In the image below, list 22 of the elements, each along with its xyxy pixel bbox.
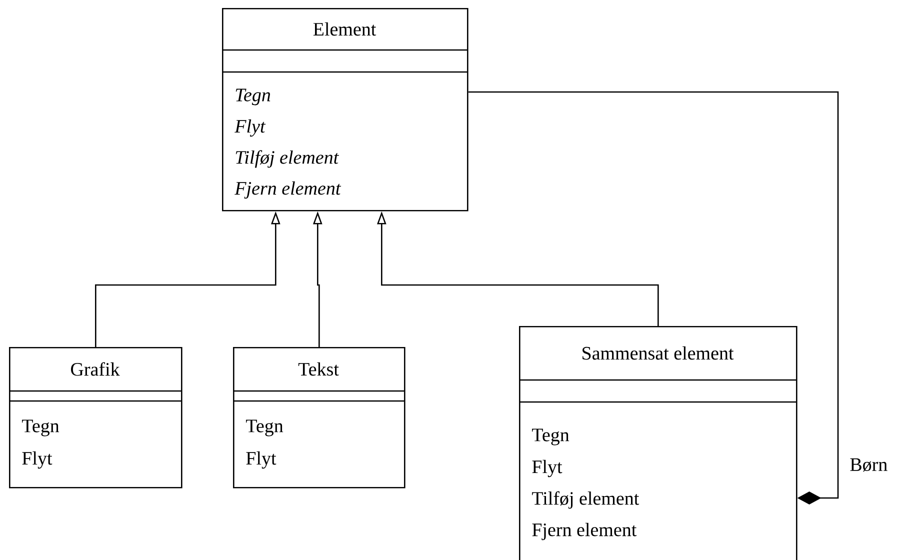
operation-name: Fjern element	[532, 522, 637, 540]
class-name: Element	[313, 22, 376, 36]
composition-line	[468, 91, 839, 504]
class-name: Sammensat element	[582, 346, 734, 360]
class-box	[9, 347, 182, 488]
operation-name: Tegn	[532, 428, 570, 446]
edge-label: Børn	[850, 458, 888, 472]
class-name: Tekst	[298, 362, 339, 376]
operation-name: Tilføj element	[532, 491, 640, 509]
class-box	[233, 347, 406, 488]
operation-name: Tegn	[246, 420, 284, 436]
operation-name: Fjern element	[234, 181, 342, 199]
class-name: Grafik	[71, 362, 120, 376]
operation-name: Flyt	[532, 460, 562, 478]
operation-name: Tegn	[236, 88, 270, 106]
class-box	[222, 8, 468, 212]
operation-name: Flyt	[22, 451, 52, 469]
operation-name: Flyt	[234, 119, 266, 137]
operation-name: Tilføj element	[236, 150, 339, 168]
operation-name: Tegn	[22, 420, 60, 436]
class-box	[519, 326, 798, 560]
operation-name: Flyt	[246, 451, 276, 469]
